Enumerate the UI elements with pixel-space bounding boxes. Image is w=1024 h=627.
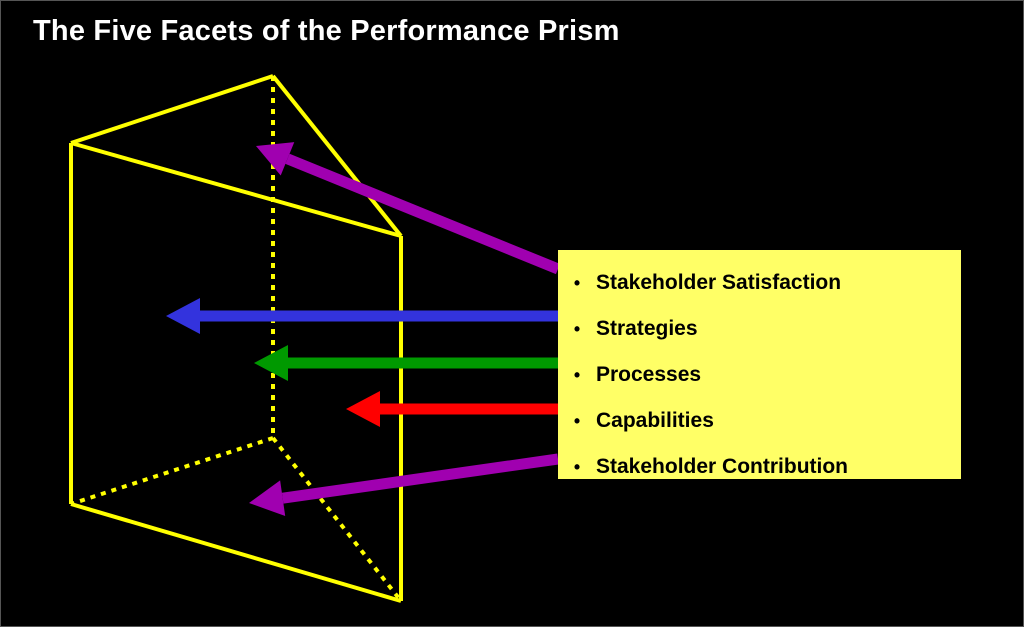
prism — [69, 74, 403, 603]
facet-arrow-head — [256, 142, 295, 176]
facet-label: Strategies — [596, 317, 698, 340]
prism-hidden-edge — [271, 436, 403, 603]
facet-arrow-head — [166, 298, 200, 334]
facet-item: • Processes — [558, 352, 961, 398]
bullet: • — [573, 456, 581, 477]
facet-arrow-shaft — [285, 153, 561, 275]
facet-label: Stakeholder Contribution — [596, 455, 848, 478]
facet-arrow-head — [249, 480, 286, 517]
facet-item: • Strategies — [558, 306, 961, 352]
prism-edge — [70, 502, 402, 603]
prism-edge — [271, 74, 403, 238]
facet-list: • Stakeholder Satisfaction • Strategies • P… — [558, 250, 961, 479]
facet-item: • Stakeholder Satisfaction — [558, 260, 961, 306]
bullet: • — [573, 364, 581, 385]
facet-arrow-shaft — [281, 453, 559, 504]
prism-edge — [70, 74, 274, 145]
prism-hidden-edge — [70, 436, 274, 506]
prism-edge — [70, 141, 402, 238]
facet-item: • Stakeholder Contribution — [558, 444, 961, 490]
bullet: • — [573, 410, 581, 431]
facet-label: Capabilities — [596, 409, 714, 432]
facet-label: Processes — [596, 363, 702, 386]
bullet: • — [573, 272, 581, 293]
bullet: • — [573, 318, 581, 339]
slide-title: The Five Facets of the Performance Prism — [33, 15, 620, 47]
facet-arrows — [166, 142, 563, 517]
facet-arrow-head — [254, 345, 288, 381]
facet-label: Stakeholder Satisfaction — [596, 271, 842, 294]
facet-arrow-head — [346, 391, 380, 427]
facet-item: • Capabilities — [558, 398, 961, 444]
